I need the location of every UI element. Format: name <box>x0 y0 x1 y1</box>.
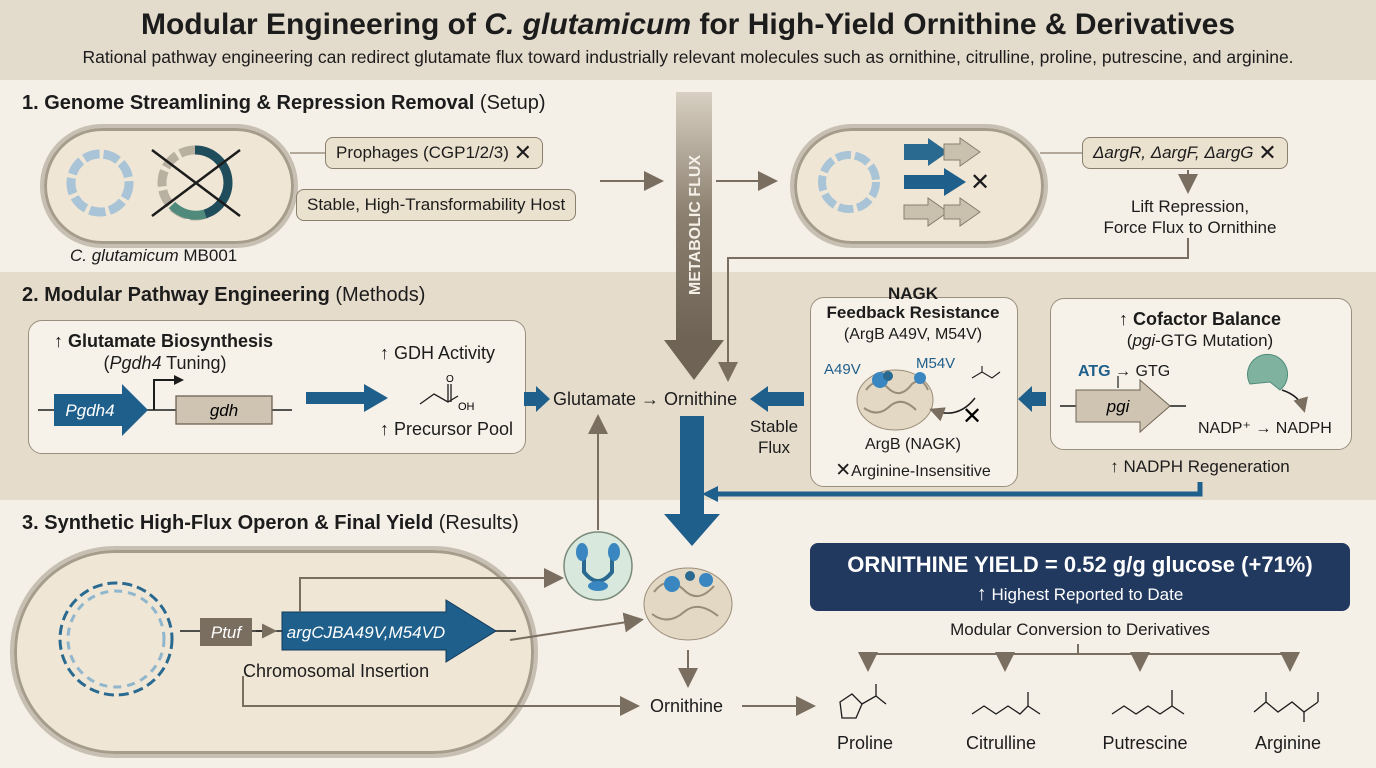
proline-structure <box>839 684 887 719</box>
nagk-arrow <box>750 386 804 412</box>
host-cell <box>40 124 298 248</box>
arginine-insensitive: ✕Arginine-Insensitive <box>835 460 991 481</box>
nagk-mutations: (ArgB A49V, M54V) <box>843 326 983 343</box>
gene-label: gdh <box>210 401 238 420</box>
precursor-pool: ↑ Precursor Pool <box>380 419 514 439</box>
nadph-regeneration: ↑ NADPH Regeneration <box>1110 457 1290 476</box>
cofactor-subtitle: (pgi-GTG Mutation) <box>1126 331 1274 350</box>
cofactor-panel <box>1050 298 1352 450</box>
glutamate-subtitle: (Pgdh4 Tuning) <box>103 353 227 373</box>
gene-arrows-icon <box>903 137 981 227</box>
cofactor-arrow <box>1018 386 1046 412</box>
ornithine-flux-arrow <box>664 416 720 546</box>
ornithine-label: Ornithine <box>650 696 724 716</box>
metabolic-flux-arrow: METABOLIC FLUX <box>664 92 724 380</box>
glutamate-ornithine-label: Glutamate → Ornithine <box>553 389 738 409</box>
plasmid-icon <box>66 145 233 221</box>
plasmid-icon <box>818 151 880 213</box>
yield-value: ORNITHINE YIELD = 0.52 g/g glucose (+71%… <box>847 552 1313 577</box>
flow-arrows <box>600 152 1198 382</box>
chromosomal-insertion: Chromosomal Insertion <box>243 661 430 681</box>
cross-out-icon <box>151 149 241 217</box>
glutamate-panel <box>28 320 526 454</box>
section2-heading: 2. Modular Pathway Engineering (Methods) <box>22 284 426 306</box>
m54v-label: M54V <box>916 355 956 372</box>
pgi-gene-icon: pgi <box>1060 376 1186 434</box>
pgi-label: pgi <box>1106 397 1131 416</box>
metabolic-flux-label: METABOLIC FLUX <box>687 155 704 295</box>
deletions-label: ΔargR, ΔargF, ΔargG ✕ <box>1082 137 1288 169</box>
ptuf-label: Ptuf <box>211 623 244 642</box>
page-subtitle: Rational pathway engineering can redirec… <box>82 47 1294 67</box>
operon-label: argCJBA49V,M54VD <box>287 623 445 642</box>
blocked-icon: ✕ <box>970 169 990 196</box>
operon-construct: Ptuf argCJBA49V,M54VD <box>180 599 516 663</box>
argb-protein-icon <box>856 369 934 431</box>
a49v-label: A49V <box>824 361 861 378</box>
glutamate-molecule-icon <box>419 384 459 405</box>
glutamate-title: ↑ Glutamate Biosynthesis <box>54 331 274 351</box>
enzyme-icon <box>1247 353 1308 413</box>
yield-banner: ORNITHINE YIELD = 0.52 g/g glucose (+71%… <box>810 543 1350 611</box>
host-label: Stable, High-Transformability Host <box>296 189 577 221</box>
section1-heading: 1. Genome Streamlining & Repression Remo… <box>22 92 546 114</box>
start-codon-swap: ATG → GTG <box>1078 363 1171 380</box>
transporter-icon <box>563 531 633 601</box>
nadp-conversion: NADP⁺ → NADPH <box>1198 420 1332 437</box>
header-band <box>0 0 1376 80</box>
derivative-citrulline: Citrulline <box>965 733 1037 753</box>
enzyme-complex-icon <box>643 567 733 641</box>
increase-arrow <box>306 384 388 412</box>
svg-text:O: O <box>446 374 454 385</box>
derivative-arginine: Arginine <box>1254 733 1322 753</box>
prophages-label: Prophages (CGP1/2/3) ✕ <box>325 137 544 169</box>
citrulline-structure <box>971 692 1041 715</box>
strain-label: C. glutamicum MB001 <box>70 246 238 265</box>
input-arrow <box>524 386 550 412</box>
page-title: Modular Engineering of C. glutamicum for… <box>140 8 1236 41</box>
cofactor-title: ↑ Cofactor Balance <box>1118 309 1282 329</box>
inhibition-cross-icon: ✕ <box>962 403 982 430</box>
derivative-proline: Proline <box>836 733 894 753</box>
argb-label: ArgB (NAGK) <box>864 436 961 453</box>
hydroxyl-label: OH <box>458 401 475 413</box>
putrescine-structure <box>1111 690 1185 715</box>
derivatives-heading: Modular Conversion to Derivatives <box>950 620 1210 639</box>
gdh-activity: ↑ GDH Activity <box>380 343 496 363</box>
promoter-gene-construct: Pgdh4 gdh <box>38 375 292 436</box>
arginine-structure <box>1253 692 1319 722</box>
chromosome-icon <box>58 581 174 697</box>
promoter-label: Pgdh4 <box>65 401 114 420</box>
section3-heading: 3. Synthetic High-Flux Operon & Final Yi… <box>22 512 519 534</box>
arginine-molecule-icon <box>971 366 1001 379</box>
nadph-flux-arrow <box>702 486 718 502</box>
yield-note: ↑ Highest Reported to Date <box>976 583 1184 605</box>
derivative-putrescine: Putrescine <box>1102 733 1188 753</box>
lift-repression-text: Lift Repression,Force Flux to Ornithine <box>1103 197 1277 237</box>
